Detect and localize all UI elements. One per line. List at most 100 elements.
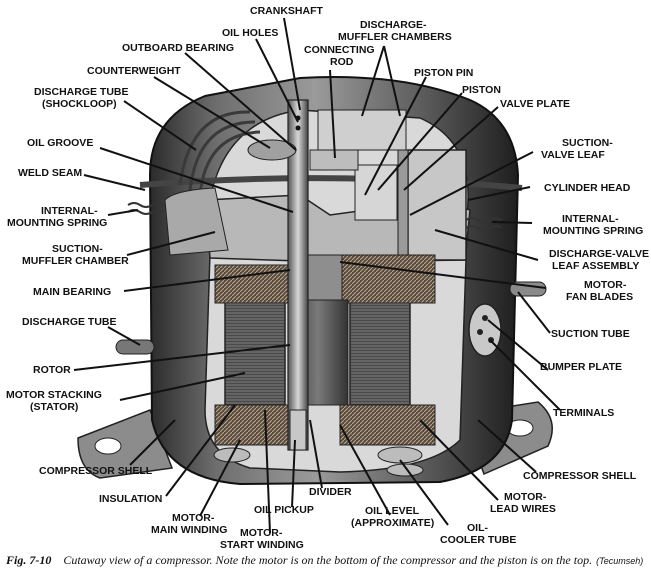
compressor-cutaway-diagram: CRANKSHAFT DISCHARGE- MUFFLER CHAMBERS O… [6, 5, 649, 548]
suction-muffler-block [164, 187, 229, 256]
leader-main-winding [199, 439, 241, 517]
label-rotor: ROTOR [33, 364, 71, 376]
leader-suction-muffler [126, 231, 216, 256]
label-discharge-valve-leaf-2: LEAF ASSEMBLY [552, 260, 639, 272]
label-counterweight: COUNTERWEIGHT [87, 65, 181, 77]
caption-source: (Tecumseh) [596, 556, 644, 566]
label-connecting-rod-1: CONNECTING [304, 44, 375, 56]
label-cylinder-head: CYLINDER HEAD [544, 182, 631, 194]
leader-cylinder-head [467, 186, 531, 201]
leader-oil-holes [255, 38, 299, 123]
label-motor-start-winding-2: START WINDING [220, 539, 304, 548]
leader-valve-plate [403, 106, 499, 191]
caption-text: Cutaway view of a compressor. Note the m… [63, 553, 593, 567]
label-divider: DIVIDER [309, 486, 352, 498]
label-weld-seam: WELD SEAM [18, 167, 82, 179]
label-motor-stacking-1: MOTOR STACKING [6, 389, 102, 401]
leader-shockloop [123, 100, 197, 151]
part-labels: CRANKSHAFT DISCHARGE- MUFFLER CHAMBERS O… [6, 5, 649, 548]
label-discharge-muffler-chambers-2: MUFFLER CHAMBERS [338, 31, 452, 43]
mounting-foot-left [77, 409, 174, 479]
label-suction-valve-leaf-1: SUCTION- [562, 137, 613, 149]
leader-insulation [165, 404, 236, 497]
figure-caption: Fig. 7-10 Cutaway view of a compressor. N… [6, 553, 646, 573]
discharge-tube-stub [115, 339, 155, 355]
label-motor-main-winding-1: MOTOR- [172, 512, 215, 524]
compressor-body [77, 75, 553, 486]
leader-counterweight [153, 76, 271, 149]
label-motor-main-winding-2: MAIN WINDING [151, 524, 227, 536]
leader-muffler-a [361, 45, 385, 117]
stator-right [349, 299, 411, 406]
leader-crankshaft [283, 17, 301, 111]
label-internal-spring-left-2: MOUNTING SPRING [7, 217, 107, 229]
label-main-bearing: MAIN BEARING [33, 286, 111, 298]
label-discharge-tube-shockloop-2: (SHOCKLOOP) [42, 98, 117, 110]
leader-shell-right [477, 419, 537, 473]
label-piston: PISTON [462, 84, 501, 96]
leader-piston [377, 92, 463, 191]
label-internal-spring-right-1: INTERNAL- [562, 213, 619, 225]
leader-main-bearing [123, 269, 291, 292]
leader-lines [73, 17, 561, 534]
label-compressor-shell-right: COMPRESSOR SHELL [523, 470, 637, 482]
leader-rotor [73, 344, 291, 371]
label-motor-stacking-2: (STATOR) [30, 401, 78, 413]
winding-bottom-left [214, 404, 296, 446]
leader-shell-left [129, 419, 176, 466]
leader-terminals [489, 339, 561, 411]
figure-number: Fig. 7-10 [6, 553, 52, 567]
leader-oil-groove [99, 147, 294, 213]
mounting-hole-left [94, 437, 122, 455]
label-discharge-tube-shockloop-1: DISCHARGE TUBE [34, 86, 129, 98]
label-connecting-rod-2: ROD [330, 56, 354, 68]
label-valve-plate: VALVE PLATE [500, 98, 570, 110]
label-terminals: TERMINALS [553, 407, 614, 419]
leader-discharge-tube [107, 326, 141, 346]
label-oil-groove: OIL GROOVE [27, 137, 93, 149]
leader-fan-blades [339, 261, 547, 289]
oil-pickup-tube [289, 409, 307, 451]
label-compressor-shell-left: COMPRESSOR SHELL [39, 465, 153, 477]
leader-spring-left [107, 209, 139, 216]
winding-bottom-right [339, 404, 436, 446]
label-oil-level-1: OIL LEVEL [365, 505, 420, 517]
label-discharge-muffler-chambers-1: DISCHARGE- [360, 19, 427, 31]
leader-suction-valve [409, 151, 534, 216]
leader-oil-level [339, 424, 391, 516]
leader-connecting-rod [329, 69, 336, 159]
label-suction-muffler-chamber-1: SUCTION- [52, 243, 103, 255]
label-oil-cooler-tube-2: COOLER TUBE [440, 534, 516, 546]
leader-weld-seam [83, 174, 146, 191]
label-motor-lead-wires-1: MOTOR- [504, 491, 547, 503]
label-suction-muffler-chamber-2: MUFFLER CHAMBER [22, 255, 129, 267]
leader-motor-stacking [119, 372, 246, 401]
leader-discharge-valve [434, 229, 539, 261]
stator-left [224, 299, 286, 406]
label-outboard-bearing: OUTBOARD BEARING [122, 42, 234, 54]
label-oil-holes: OIL HOLES [222, 27, 278, 39]
leader-outboard-bearing [184, 52, 297, 151]
leader-suction-tube [517, 291, 551, 334]
label-bumper-plate: BUMPER PLATE [540, 361, 622, 373]
label-suction-valve-leaf-2: VALVE LEAF [541, 149, 605, 161]
label-discharge-valve-leaf-1: DISCHARGE-VALVE [549, 248, 649, 260]
label-oil-level-2: (APPROXIMATE) [351, 517, 434, 529]
oil-hole-2 [295, 125, 301, 131]
winding-top-right [339, 254, 436, 304]
leader-bumper-plate [487, 319, 549, 371]
label-oil-pickup: OIL PICKUP [254, 504, 314, 516]
leader-oil-pickup [291, 439, 296, 508]
label-discharge-tube: DISCHARGE TUBE [22, 316, 117, 328]
leader-divider [309, 419, 323, 489]
label-crankshaft: CRANKSHAFT [250, 5, 323, 17]
label-insulation: INSULATION [99, 493, 162, 505]
mounting-spring-right [465, 217, 503, 231]
label-internal-spring-right-2: MOUNTING SPRING [543, 225, 643, 237]
label-oil-cooler-tube-1: OIL- [467, 522, 488, 534]
leader-piston-pin [364, 76, 427, 196]
label-motor-start-winding-1: MOTOR- [240, 527, 283, 539]
label-motor-fan-blades-1: MOTOR- [584, 279, 627, 291]
label-motor-fan-blades-2: FAN BLADES [566, 291, 633, 303]
label-suction-tube: SUCTION TUBE [551, 328, 630, 340]
